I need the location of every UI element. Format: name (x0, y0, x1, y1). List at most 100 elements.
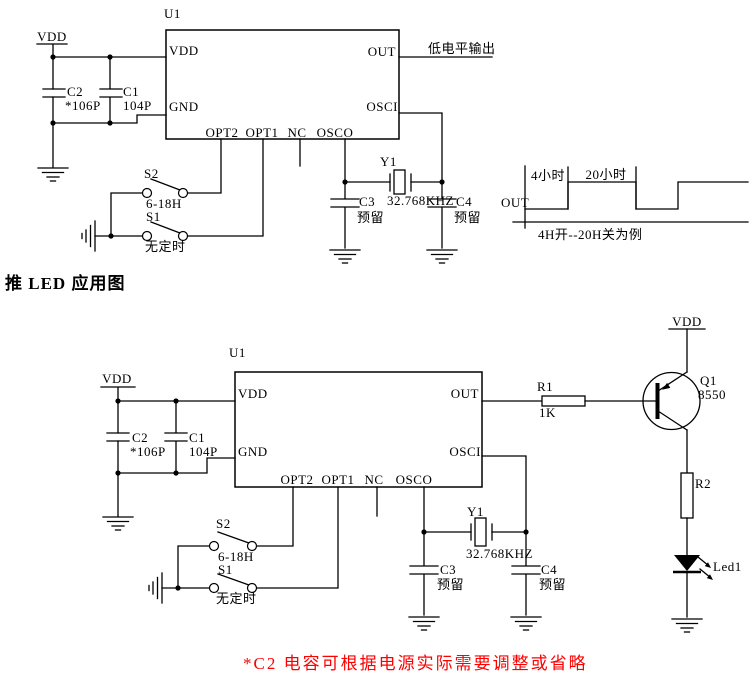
waveform-trace (524, 181, 749, 210)
waveform-axis-label: OUT (501, 195, 529, 210)
c2-refdes: C2 (132, 430, 148, 445)
ground-icon (426, 249, 458, 264)
ground-icon (408, 616, 440, 631)
pin-label-gnd: GND (238, 444, 268, 459)
c3-value: 预留 (357, 210, 384, 225)
led-arrowhead-icon (706, 574, 713, 580)
ground-icon (37, 167, 69, 182)
switch-s2-contact (177, 187, 189, 199)
c1-value: 104P (189, 444, 218, 459)
switch-s1-blade (217, 573, 250, 586)
y1-refdes: Y1 (380, 154, 397, 169)
pin-label-osci: OSCI (366, 99, 398, 114)
switch-s1-contact (208, 582, 220, 594)
s2-refdes: S2 (144, 166, 159, 181)
capacitor-c2 (106, 432, 130, 442)
pnp-arrow-icon (662, 382, 671, 390)
c3-value: 预留 (437, 577, 464, 592)
c3-refdes: C3 (359, 194, 375, 209)
pin-label-vdd: VDD (238, 386, 268, 401)
waveform-phase1-label: 4小时 (531, 168, 565, 183)
ic-refdes: U1 (164, 6, 181, 21)
ground-icon (510, 616, 542, 631)
s1-value: 无定时 (145, 239, 186, 254)
timing-waveform: OUT 4小时 20小时 4H开--20H关为例 (501, 165, 749, 242)
resistor-r2-body (680, 472, 694, 519)
q1-value: 8550 (698, 387, 726, 402)
ground-icon (148, 572, 163, 604)
waveform-phase2-label: 20小时 (585, 167, 626, 182)
pin-label-nc: NC (364, 472, 383, 487)
r1-value: 1K (539, 405, 556, 420)
led-driver-circuit-bottom: U1 VDD GND OUT OSCI OPT2 OPT1 NC OSCO VD… (100, 314, 742, 633)
vdd-rail-label: VDD (102, 371, 132, 386)
s1-refdes: S1 (218, 562, 233, 577)
r1-refdes: R1 (537, 379, 553, 394)
wire-osci (398, 112, 443, 183)
waveform-caption: 4H开--20H关为例 (538, 227, 642, 242)
crystal-plates (389, 173, 412, 192)
y1-refdes: Y1 (467, 504, 484, 519)
c1-refdes: C1 (189, 430, 205, 445)
pin-label-gnd: GND (169, 99, 199, 114)
transistor-emitter (657, 371, 688, 392)
pin-label-opt1: OPT1 (245, 125, 278, 140)
switch-s2-blade (150, 178, 181, 191)
pin-label-osco: OSCO (317, 125, 354, 140)
crystal-y1-body (393, 169, 406, 195)
wire-osci (481, 455, 527, 533)
switch-s2-contact (246, 540, 258, 552)
c4-refdes: C4 (541, 562, 557, 577)
c4-refdes: C4 (456, 194, 472, 209)
capacitor-c3 (409, 531, 439, 616)
ic-body (165, 29, 400, 140)
c4-value: 预留 (454, 210, 481, 225)
pin-label-osco: OSCO (396, 472, 433, 487)
wire-opt1-s1 (186, 138, 264, 237)
c2-value: *106P (65, 98, 101, 113)
transistor-q1-body (642, 371, 701, 431)
s1-refdes: S1 (146, 209, 161, 224)
c1-value: 104P (123, 98, 152, 113)
ic-body (234, 371, 483, 488)
pin-label-out: OUT (451, 386, 479, 401)
capacitor-c1 (99, 56, 123, 124)
switch-s1-blade (150, 221, 181, 234)
wire-opt1-s1 (255, 486, 339, 589)
switch-s2-contact (208, 540, 220, 552)
pin-label-vdd: VDD (169, 43, 199, 58)
led-arrowhead-icon (704, 562, 711, 568)
wire-opt2-s2 (186, 138, 222, 194)
ic-refdes: U1 (229, 345, 246, 360)
ground-icon (329, 249, 361, 264)
vdd-rail-label: VDD (37, 29, 67, 44)
led-triangle (674, 555, 700, 571)
c4-value: 预留 (539, 577, 566, 592)
capacitor-c4 (427, 181, 457, 249)
capacitor-c2 (42, 88, 66, 98)
transistor-collector (657, 410, 688, 431)
footnote-text: *C2 电容可根据电源实际需要调整或省略 (243, 654, 588, 673)
wire-gnd-rail (52, 114, 167, 124)
s1-value: 无定时 (216, 591, 257, 606)
out-note-label: 低电平输出 (428, 41, 496, 56)
switch-s1-contact (246, 582, 258, 594)
s2-refdes: S2 (216, 516, 231, 531)
switch-s2-contact (141, 187, 153, 199)
crystal-plates (470, 523, 493, 541)
timer-circuit-top: U1 VDD GND OUT OSCI OPT2 OPT1 NC OSCO VD… (36, 6, 496, 264)
s2-value: 6-18H (218, 549, 254, 564)
wire-s2-left (110, 192, 144, 237)
y1-value: 32.768KHZ (387, 193, 454, 208)
r2-refdes: R2 (695, 476, 711, 491)
led-refdes: Led1 (713, 559, 742, 574)
q1-refdes: Q1 (700, 373, 717, 388)
pin-label-opt2: OPT2 (280, 472, 313, 487)
led-emission-arrows-icon (697, 556, 712, 579)
wire-gnd-rail (117, 457, 236, 474)
switch-s1-contact (141, 230, 153, 242)
wire-opt2-s2 (255, 486, 294, 547)
crystal-y1-body (474, 517, 487, 547)
c2-refdes: C2 (67, 84, 83, 99)
